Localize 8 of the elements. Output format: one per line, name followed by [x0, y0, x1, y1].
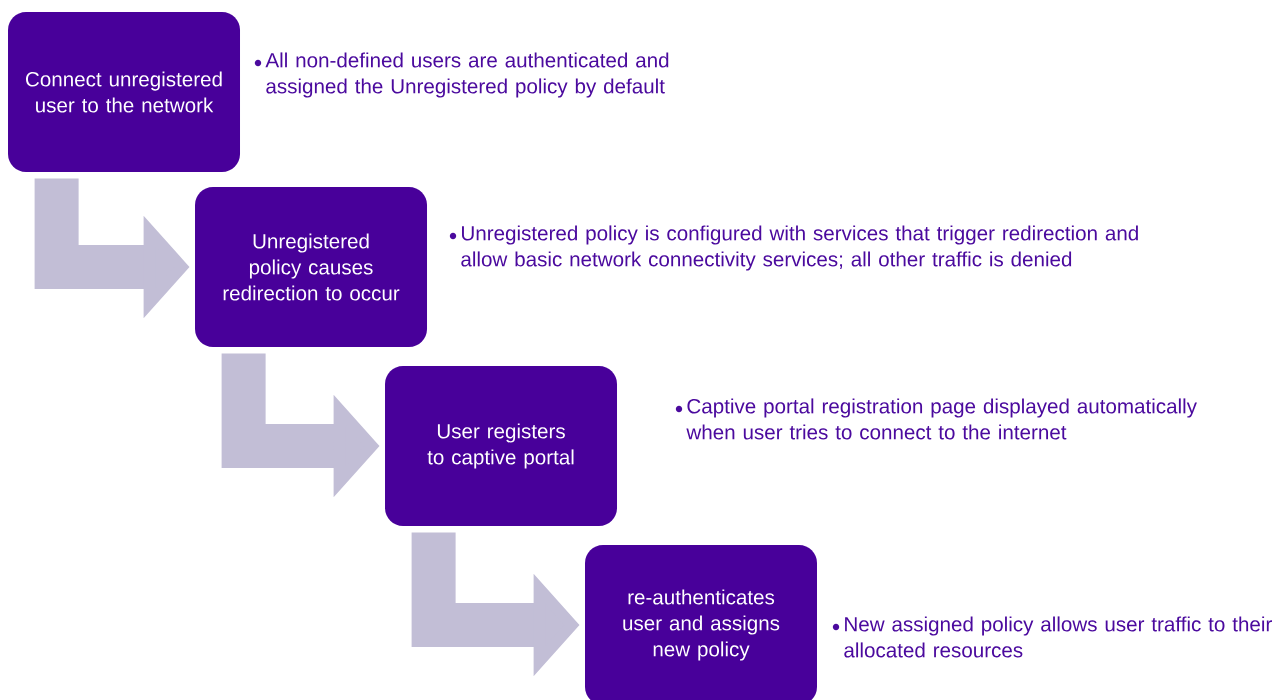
description-text: Captive portal registration page displayed automatically when user tries to connect to the internet: [686, 398, 1197, 440]
description-text: All non-defined users are authenticated and assigned the Unregistered policy by default: [265, 52, 669, 98]
process-box: re-authenticates user and assigns new policy: [585, 545, 817, 700]
process-box: Connect unregistered user to the network: [8, 12, 240, 172]
process-box: Unregistered policy causes redirection to occur: [195, 187, 427, 347]
description-text: New assigned policy allows user traffic to their allocated resources: [844, 616, 1272, 658]
process-box: User registers to captive portal: [385, 366, 617, 526]
description-text: Unregistered policy is configured with services that trigger redirection and allow basic network connectivity services; all other traffic is denied: [461, 225, 1138, 271]
